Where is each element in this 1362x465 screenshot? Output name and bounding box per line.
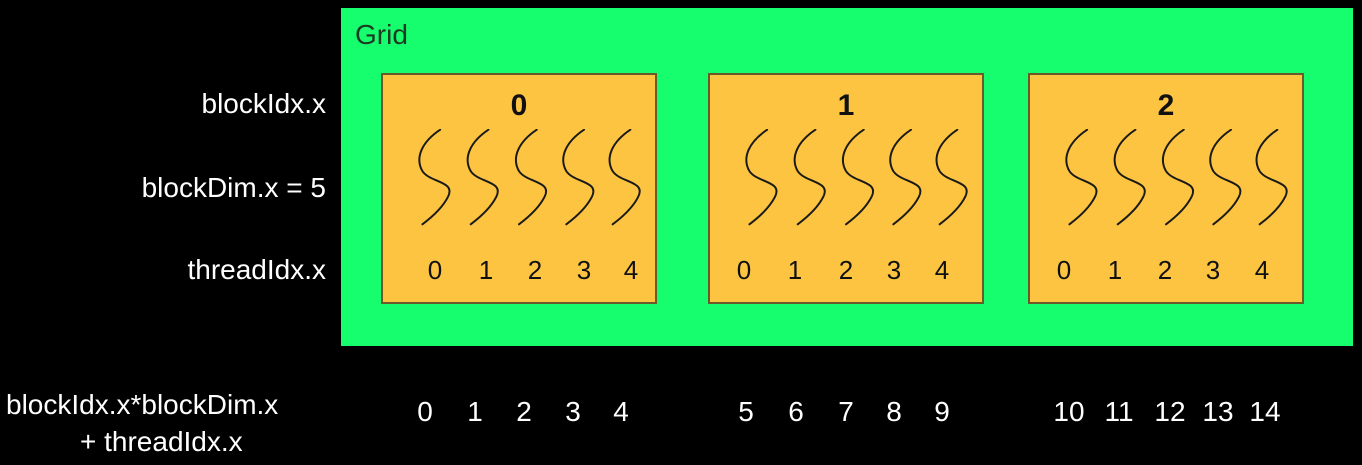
global-index: 12 (1154, 396, 1186, 427)
thread-squiggle (1161, 129, 1195, 226)
block-0: 0 0 1 2 3 4 (381, 73, 657, 304)
thread-squiggle (793, 129, 826, 226)
thread-index: 3 (576, 255, 592, 285)
global-index: 14 (1249, 396, 1281, 427)
global-index: 11 (1104, 396, 1134, 427)
global-index: 3 (565, 396, 581, 427)
thread-squiggle (1209, 129, 1242, 226)
thread-squiggle (1113, 129, 1146, 226)
thread-squiggle (608, 129, 641, 226)
formula-line-1: blockIdx.x*blockDim.x (6, 389, 279, 420)
global-index: 10 (1053, 396, 1085, 427)
global-index: 4 (613, 396, 629, 427)
thread-squiggles (1065, 129, 1288, 226)
thread-index: 4 (934, 255, 950, 285)
thread-index: 1 (787, 255, 803, 285)
formula-line-2: + threadIdx.x (80, 426, 243, 457)
grid-title: Grid (355, 19, 408, 50)
global-index: 0 (417, 396, 433, 427)
thread-squiggle (418, 129, 451, 226)
thread-squiggle (562, 129, 595, 226)
thread-squiggle (1255, 129, 1288, 226)
thread-index: 3 (1205, 255, 1221, 285)
block-index: 1 (837, 89, 855, 122)
global-index: 9 (934, 396, 950, 427)
thread-squiggles (745, 129, 968, 226)
thread-index: 1 (478, 255, 494, 285)
thread-squiggle (1065, 129, 1098, 226)
block-dim-label: blockDim.x = 5 (141, 172, 326, 203)
thread-squiggle (745, 129, 778, 226)
thread-squiggle (889, 129, 922, 226)
global-index: 7 (838, 396, 854, 427)
thread-index: 0 (736, 255, 752, 285)
global-index: 8 (886, 396, 902, 427)
thread-index: 0 (427, 255, 443, 285)
thread-index: 4 (1254, 255, 1270, 285)
global-index: 6 (788, 396, 804, 427)
thread-index: 1 (1107, 255, 1123, 285)
thread-index: 2 (838, 255, 854, 285)
thread-index: 4 (623, 255, 639, 285)
grid: Grid 0 0 1 2 3 4 1 0 1 2 3 4 2 0 1 2 3 4 (341, 8, 1353, 346)
block-2: 2 0 1 2 3 4 (1028, 73, 1304, 304)
thread-index: 2 (1157, 255, 1173, 285)
block-idx-label: blockIdx.x (201, 88, 327, 119)
thread-index: 0 (1056, 255, 1072, 285)
thread-squiggle (514, 129, 548, 226)
thread-squiggle (841, 129, 875, 226)
block-index: 2 (1157, 89, 1175, 122)
thread-index: 3 (886, 255, 902, 285)
global-index: 13 (1202, 396, 1234, 427)
block-index: 0 (510, 89, 528, 122)
thread-idx-label: threadIdx.x (187, 254, 326, 285)
global-index: 1 (467, 396, 483, 427)
thread-squiggle (935, 129, 968, 226)
thread-squiggles (418, 129, 641, 226)
thread-index: 2 (527, 255, 543, 285)
thread-squiggle (466, 129, 499, 226)
global-index: 5 (738, 396, 754, 427)
global-index: 2 (516, 396, 532, 427)
block-1: 1 0 1 2 3 4 (708, 73, 984, 304)
